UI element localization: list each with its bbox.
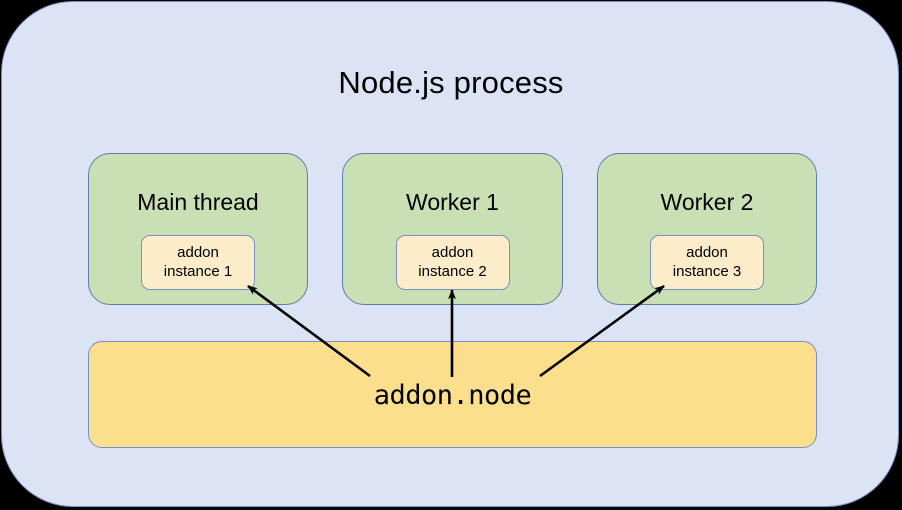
- addon-instance-2-box: addon instance 2: [395, 235, 510, 290]
- addon-node-label: addon.node: [373, 380, 532, 411]
- addon-instance-3-line1: addon: [686, 244, 728, 261]
- addon-instance-2-line2: instance 2: [418, 263, 487, 280]
- page-title: Node.js process: [338, 65, 564, 100]
- thread-label-worker-2: Worker 2: [660, 189, 754, 215]
- thread-box-worker-1: Worker 1 addon instance 2: [342, 153, 563, 305]
- addon-instance-2-line1: addon: [431, 244, 474, 261]
- addon-instance-1-line2: instance 1: [163, 263, 233, 280]
- addon-instance-3-line2: instance 3: [672, 263, 742, 280]
- addon-instance-1-box: addon instance 1: [141, 235, 255, 290]
- thread-box-main-thread: Main thread addon instance 1: [88, 153, 308, 305]
- addon-instance-1-line1: addon: [177, 244, 219, 261]
- addon-instance-3-box: addon instance 3: [650, 235, 764, 290]
- thread-label-main-thread: Main thread: [137, 189, 259, 215]
- thread-box-worker-2: Worker 2 addon instance 3: [597, 153, 817, 305]
- thread-label-worker-1: Worker 1: [406, 189, 499, 215]
